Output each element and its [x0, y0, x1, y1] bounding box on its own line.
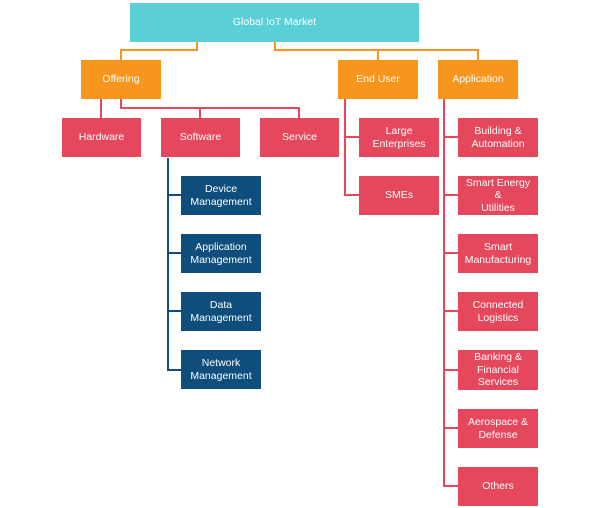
root-connectors — [120, 42, 479, 60]
application-item-banking-financial-services: Banking & Financial Services — [458, 350, 538, 390]
end-user-item-smes: SMEs — [359, 176, 439, 215]
application-item-smart-manufacturing: Smart Manufacturing — [458, 234, 538, 273]
end-user-item-large-enterprises: Large Enterprises — [359, 118, 439, 157]
software-item-device-management: Device Management — [181, 176, 261, 215]
software-item-application-management: Application Management — [181, 234, 261, 273]
offering-software: Software — [161, 118, 240, 157]
offering-connectors — [100, 99, 300, 118]
root-node: Global IoT Market — [130, 3, 419, 42]
software-item-data-management: Data Management — [181, 292, 261, 331]
category-offering: Offering — [81, 60, 161, 99]
application-item-others: Others — [458, 467, 538, 506]
category-end-user: End User — [338, 60, 418, 99]
offering-service: Service — [260, 118, 339, 157]
application-item-connected-logistics: Connected Logistics — [458, 292, 538, 331]
software-item-network-management: Network Management — [181, 350, 261, 389]
application-item-building-automation: Building & Automation — [458, 118, 538, 157]
application-connectors — [443, 99, 458, 487]
end-user-connectors — [344, 99, 359, 196]
application-item-aerospace-defense: Aerospace & Defense — [458, 409, 538, 448]
category-application: Application — [438, 60, 518, 99]
application-item-smart-energy-utilities: Smart Energy & Utilities — [458, 176, 538, 215]
offering-hardware: Hardware — [62, 118, 141, 157]
software-connectors — [167, 158, 181, 371]
